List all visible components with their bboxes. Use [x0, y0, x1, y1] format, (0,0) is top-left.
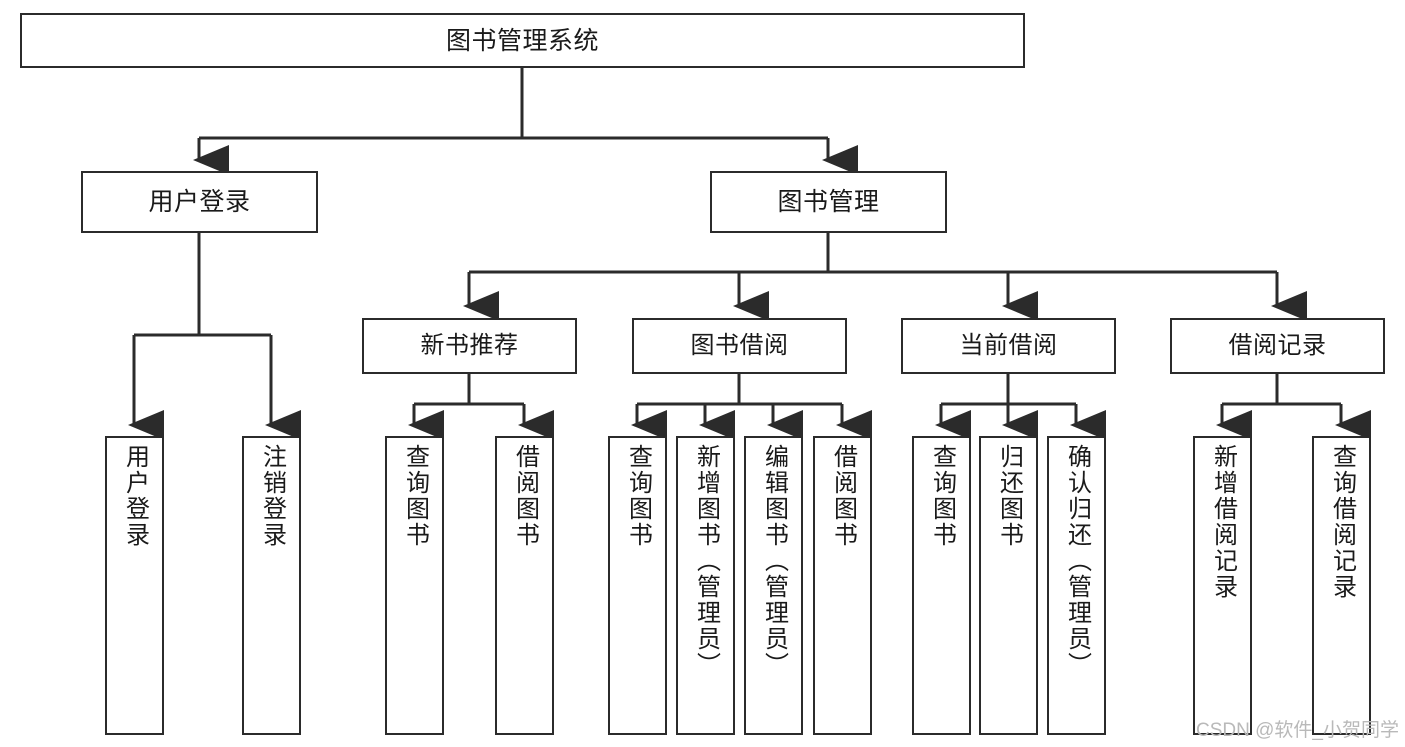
- node-label: 用户登录: [121, 444, 149, 548]
- node-label: 查询图书: [401, 444, 429, 548]
- node-leaf-query-book-recommend[interactable]: 查询图书: [385, 436, 444, 735]
- node-leaf-query-book-borrow[interactable]: 查询图书: [608, 436, 667, 735]
- node-leaf-logout-login[interactable]: 注销登录: [242, 436, 301, 735]
- node-label: 查询图书: [624, 444, 652, 548]
- node-leaf-confirm-return[interactable]: 确认归还（管理员）: [1047, 436, 1106, 735]
- node-label: 借阅记录: [1228, 331, 1327, 359]
- node-book-borrow[interactable]: 图书借阅: [632, 318, 847, 374]
- node-label: 借阅图书: [511, 444, 539, 548]
- node-leaf-add-borrow-record[interactable]: 新增借阅记录: [1193, 436, 1252, 735]
- node-label: 查询借阅记录: [1328, 444, 1356, 600]
- node-leaf-query-book-current[interactable]: 查询图书: [912, 436, 971, 735]
- node-label: 确认归还（管理员）: [1063, 444, 1091, 678]
- node-label: 借阅图书: [829, 444, 857, 548]
- node-leaf-user-login[interactable]: 用户登录: [105, 436, 164, 735]
- node-current-borrow[interactable]: 当前借阅: [901, 318, 1116, 374]
- node-label: 新增借阅记录: [1209, 444, 1237, 600]
- node-leaf-return-book[interactable]: 归还图书: [979, 436, 1038, 735]
- node-label: 当前借阅: [959, 331, 1058, 359]
- node-root-book-management-system[interactable]: 图书管理系统: [20, 13, 1025, 68]
- node-label: 编辑图书（管理员）: [760, 444, 788, 678]
- node-label: 归还图书: [995, 444, 1023, 548]
- node-leaf-edit-book[interactable]: 编辑图书（管理员）: [744, 436, 803, 735]
- node-label: 用户登录: [148, 188, 251, 216]
- node-label: 图书借阅: [690, 331, 789, 359]
- node-label: 查询图书: [928, 444, 956, 548]
- node-label: 新增图书（管理员）: [692, 444, 720, 678]
- node-book-manage[interactable]: 图书管理: [710, 171, 947, 233]
- node-label: 新书推荐: [420, 331, 519, 359]
- node-leaf-borrow-book[interactable]: 借阅图书: [813, 436, 872, 735]
- node-label: 注销登录: [258, 444, 286, 548]
- node-leaf-add-book[interactable]: 新增图书（管理员）: [676, 436, 735, 735]
- node-borrow-record[interactable]: 借阅记录: [1170, 318, 1385, 374]
- node-leaf-borrow-book-recommend[interactable]: 借阅图书: [495, 436, 554, 735]
- node-leaf-query-borrow-record[interactable]: 查询借阅记录: [1312, 436, 1371, 735]
- node-label: 图书管理: [777, 188, 880, 216]
- node-user-login[interactable]: 用户登录: [81, 171, 318, 233]
- node-label: 图书管理系统: [445, 26, 599, 55]
- node-new-book-recommend[interactable]: 新书推荐: [362, 318, 577, 374]
